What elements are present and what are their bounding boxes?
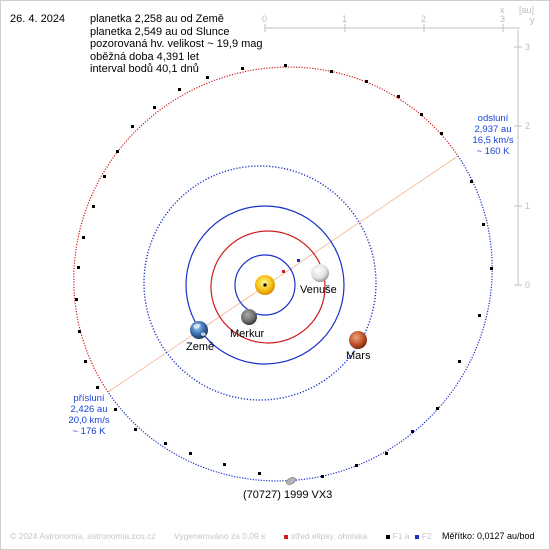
y-tick-3: 3: [525, 42, 530, 52]
aphelion-title: odsluní: [477, 113, 509, 124]
mercury-icon: [241, 309, 257, 325]
f2-marker: [297, 259, 300, 262]
apsis-line: [107, 155, 459, 393]
earth-icon: [190, 321, 208, 339]
perihelion-distance: 2,426 au: [70, 404, 108, 415]
y-axis-label: y: [530, 15, 535, 25]
asteroid-icon: [286, 477, 296, 485]
footer: © 2024 Astronomia, astronomia.zcu.cz Vyg…: [10, 531, 448, 541]
x-tick-0: 0: [262, 14, 267, 24]
copyright-link[interactable]: © 2024 Astronomia, astronomia.zcu.cz: [10, 531, 156, 541]
y-tick-0: 0: [525, 280, 530, 290]
mars-orbit: [143, 165, 377, 401]
mars-icon: [349, 331, 367, 349]
mercury-orbit: [234, 254, 296, 316]
scale-label: Měřítko: 0,0127 au/bod: [442, 531, 535, 541]
orbit-points: [75, 64, 493, 478]
y-axis: [514, 30, 522, 286]
ellipse-legend: střed elipsy, ohniska: [283, 531, 367, 541]
x-axis-label: x: [500, 5, 505, 15]
x-tick-1: 1: [342, 14, 347, 24]
perihelion-speed: 20,0 km/s: [68, 415, 110, 426]
x-axis: [264, 24, 520, 32]
asteroid-label: (70727) 1999 VX3: [243, 489, 333, 501]
earth-label: Země: [186, 341, 215, 353]
y-tick-1: 1: [525, 201, 530, 211]
x-tick-2: 2: [421, 14, 426, 24]
ellipse-center-marker: [282, 270, 285, 273]
axis-unit: [au]: [519, 5, 535, 15]
distance-from-earth: planetka 2,258 au od Země: [90, 13, 224, 25]
venus-orbit: [210, 230, 326, 344]
perihelion-info: přísluní 2,426 au 20,0 km/s ~ 176 K: [54, 393, 124, 437]
perihelion-title: přísluní: [73, 393, 105, 404]
venus-icon: [311, 264, 329, 282]
point-interval: interval bodů 40,1 dnů: [90, 63, 199, 75]
venus-label: Venuše: [300, 284, 337, 296]
aphelion-info: odsluní 2,937 au 16,5 km/s ~ 160 K: [458, 113, 528, 157]
asteroid-info: planetka 2,258 au od Země planetka 2,549…: [90, 13, 263, 76]
sun-icon: [255, 275, 275, 295]
generated-time: Vygenerováno za 0,09 s: [174, 531, 266, 541]
orbital-period: oběžná doba 4,391 let: [90, 50, 199, 63]
observed-magnitude: pozorovaná hv. velikost ~ 19,9 mag: [90, 38, 263, 50]
aphelion-speed: 16,5 km/s: [472, 135, 514, 146]
date-label: 26. 4. 2024: [10, 13, 66, 25]
asteroid-orbit-blue: [107, 155, 493, 482]
aphelion-temp: ~ 160 K: [476, 146, 510, 157]
y-tick-2: 2: [525, 121, 530, 131]
perihelion-temp: ~ 176 K: [72, 426, 106, 437]
focus-legend: F1 a F2: [385, 531, 432, 541]
earth-orbit: [185, 205, 345, 365]
distance-from-sun: planetka 2,549 au od Slunce: [90, 25, 230, 38]
asteroid-orbit-red: [73, 66, 459, 393]
mars-label: Mars: [346, 350, 371, 362]
x-tick-3: 3: [500, 14, 505, 24]
mercury-label: Merkur: [230, 328, 265, 340]
aphelion-distance: 2,937 au: [474, 124, 512, 135]
